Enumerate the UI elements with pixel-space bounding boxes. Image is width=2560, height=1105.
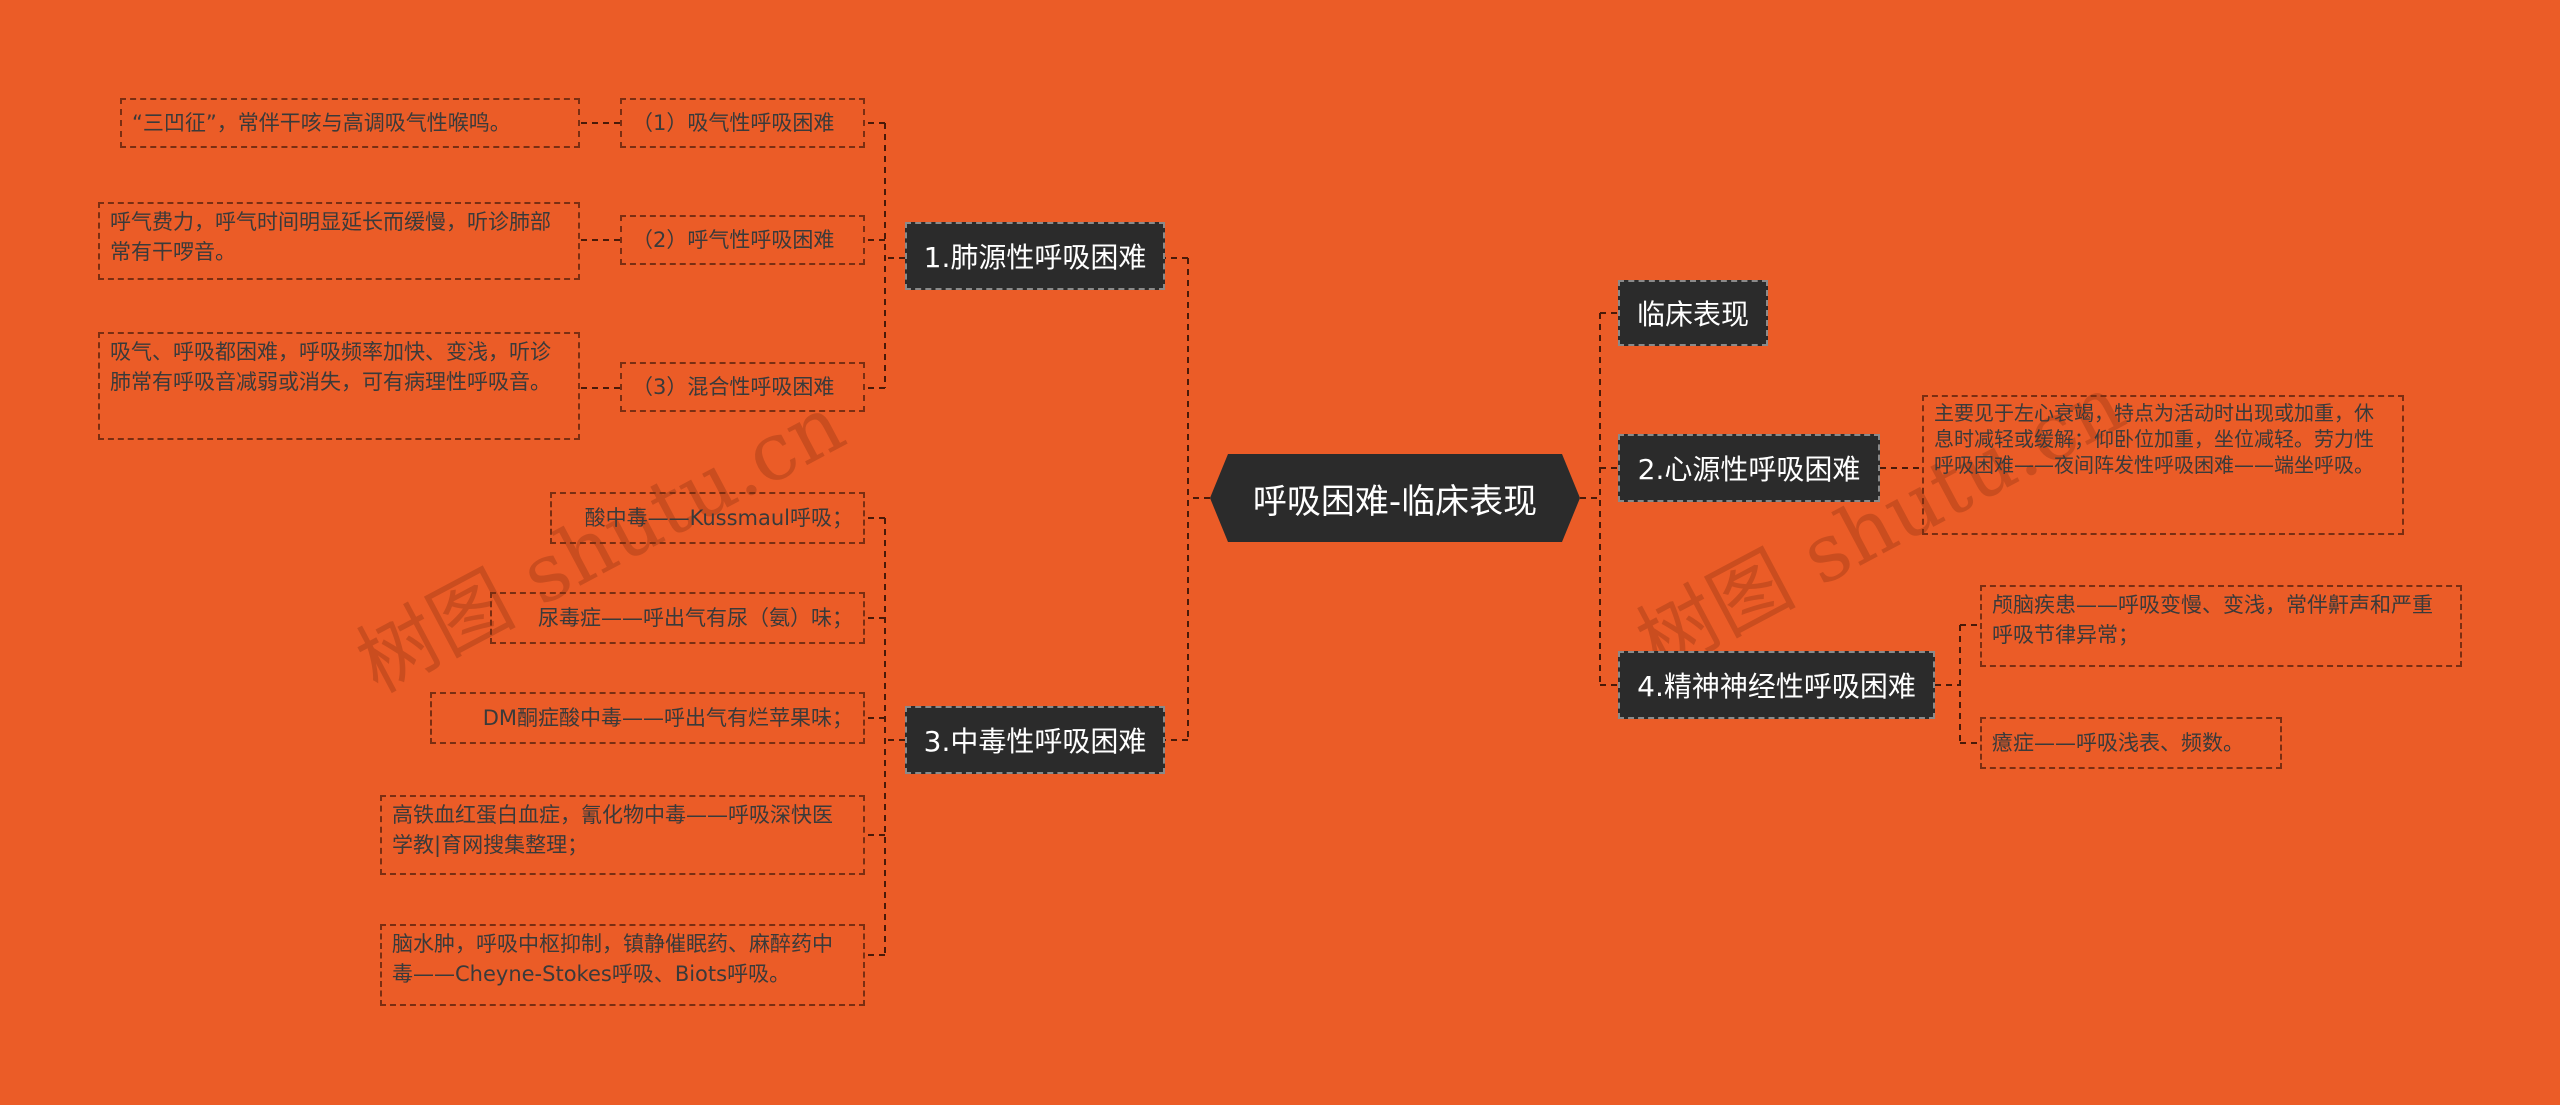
- node-mixed[interactable]: （3）混合性呼吸困难: [620, 362, 865, 412]
- toxic-item: 脑水肿，呼吸中枢抑制，镇静催眠药、麻醉药中毒——Cheyne-Stokes呼吸、…: [380, 924, 865, 1006]
- detail-cardiac: 主要见于左心衰竭，特点为活动时出现或加重，休息时减轻或缓解；仰卧位加重，坐位减轻…: [1922, 395, 2404, 535]
- detail-expiratory: 呼气费力，呼气时间明显延长而缓慢，听诊肺部常有干啰音。: [98, 202, 580, 280]
- node-pulmonary[interactable]: 1.肺源性呼吸困难: [905, 222, 1165, 290]
- toxic-item: 尿毒症——呼出气有尿（氨）味；: [490, 592, 865, 644]
- connector-root-right: [1580, 312, 1618, 686]
- connector-pulmonary-details: [580, 122, 620, 389]
- connector-pulmonary: [865, 122, 905, 389]
- node-toxic[interactable]: 3.中毒性呼吸困难: [905, 706, 1165, 774]
- connector-toxic: [865, 517, 905, 956]
- detail-inspiratory: “三凹征”，常伴干咳与高调吸气性喉鸣。: [120, 98, 580, 148]
- neuro-item: 癔症——呼吸浅表、频数。: [1980, 717, 2282, 769]
- toxic-item: DM酮症酸中毒——呼出气有烂苹果味；: [430, 692, 865, 744]
- connector-neuro: [1935, 624, 1980, 744]
- node-clinical[interactable]: 临床表现: [1618, 280, 1768, 346]
- detail-mixed: 吸气、呼吸都困难，呼吸频率加快、变浅，听诊肺常有呼吸音减弱或消失，可有病理性呼吸…: [98, 332, 580, 440]
- node-inspiratory[interactable]: （1）吸气性呼吸困难: [620, 98, 865, 148]
- toxic-item: 酸中毒——Kussmaul呼吸；: [550, 492, 865, 544]
- node-neuro[interactable]: 4.精神神经性呼吸困难: [1618, 651, 1935, 719]
- node-expiratory[interactable]: （2）呼气性呼吸困难: [620, 215, 865, 265]
- root-node[interactable]: 呼吸困难-临床表现: [1210, 454, 1580, 542]
- toxic-item: 高铁血红蛋白血症，氰化物中毒——呼吸深快医学教|育网搜集整理；: [380, 795, 865, 875]
- connector-root-left: [1165, 257, 1210, 741]
- node-cardiac[interactable]: 2.心源性呼吸困难: [1618, 434, 1880, 502]
- neuro-item: 颅脑疾患——呼吸变慢、变浅，常伴鼾声和严重呼吸节律异常；: [1980, 585, 2462, 667]
